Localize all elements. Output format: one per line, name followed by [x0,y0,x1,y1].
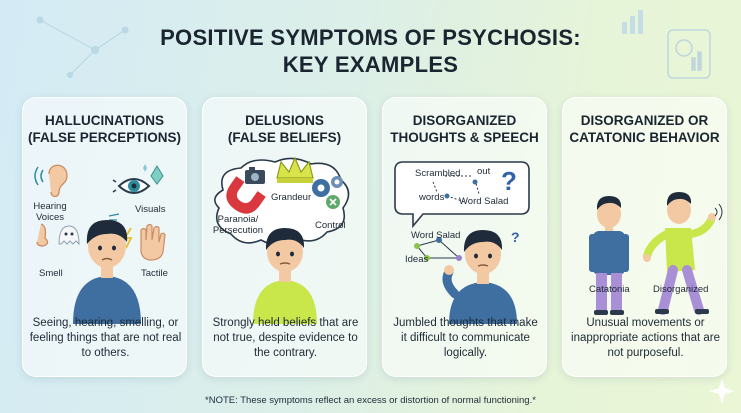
bar-chart-decoration [622,10,643,34]
small-question-mark-icon: ? [511,229,520,245]
label-paranoia-line-1: Paranoia/ [217,214,259,225]
title-line-2: KEY EXAMPLES [282,52,459,77]
label-visuals: Visuals [135,204,166,215]
crystal-icon [150,165,164,185]
card-heading-line-2: (FALSE PERCEPTIONS) [27,130,181,145]
delusions-illustration [214,156,350,324]
label-tactile: Tactile [141,268,168,279]
ear-icon [34,164,68,198]
report-icon-decoration [667,29,711,79]
person-figure [442,230,517,324]
label-words: words [419,192,445,203]
hallucinations-illustration [34,164,166,324]
label-smell: Smell [39,268,63,279]
crown-icon [276,156,314,183]
card-hallucinations: HALLUCINATIONS (FALSE PERCEPTIONS) [22,97,187,377]
label-word-salad-bubble: Word Salad [459,196,509,207]
card-heading: DISORGANIZED OR CATATONIC BEHAVIOR [563,112,726,146]
label-scrambled: Scrambled [415,168,461,179]
eye-icon [112,178,151,194]
card-description: Seeing, hearing, smelling, or feeling th… [29,317,182,359]
nose-icon [36,223,49,247]
card-heading-line-1: DELUSIONS [245,113,324,128]
card-delusions: DELUSIONS (FALSE BELIEFS) [202,97,367,377]
label-control: Control [315,220,346,231]
title-line-1: POSITIVE SYMPTOMS OF PSYCHOSIS: [160,25,581,50]
card-heading: DISORGANIZED THOUGHTS & SPEECH [383,112,546,146]
magnet-icon [226,176,266,214]
card-heading: HALLUCINATIONS (FALSE PERCEPTIONS) [23,112,186,146]
label-paranoia-persecution: Paranoia/ Persecution [209,214,267,236]
catatonia-figure [589,196,629,315]
label-hearing-voices: Hearing Voices [29,201,71,223]
page-title: POSITIVE SYMPTOMS OF PSYCHOSIS: KEY EXAM… [0,24,741,78]
card-disorganized-thoughts: DISORGANIZED THOUGHTS & SPEECH ? ? [382,97,547,377]
card-heading-line-2: CATATONIC BEHAVIOR [569,130,720,145]
card-heading: DELUSIONS (FALSE BELIEFS) [203,112,366,146]
question-mark-icon: ? [501,166,517,196]
disorganized-figure [643,192,723,315]
label-word-salad: Word Salad [411,230,461,241]
card-heading-line-2: THOUGHTS & SPEECH [390,130,539,145]
label-paranoia-line-2: Persecution [212,225,264,236]
label-grandeur: Grandeur [271,192,312,203]
sparkle-decoration [709,378,735,404]
label-hearing-line-2: Voices [36,212,64,223]
person-figure [73,220,141,324]
ghost-icon [58,225,80,246]
network-dots-decoration [36,16,129,79]
label-ideas: Ideas [405,254,429,265]
card-heading-line-1: HALLUCINATIONS [45,113,164,128]
label-out: out [477,166,491,177]
card-heading-line-2: (FALSE BELIEFS) [227,130,342,145]
card-heading-line-1: DISORGANIZED [412,113,517,128]
gears-icon [312,176,343,209]
person-figure [253,228,317,324]
footnote: *NOTE: These symptoms reflect an excess … [205,395,536,406]
wave-lines-icon [108,213,120,221]
lightning-icon [123,227,133,249]
label-hearing-line-1: Hearing [33,201,67,212]
sparkle-diamond-icon [143,164,147,172]
hand-icon [140,223,166,261]
label-catatonia: Catatonia [589,284,630,295]
speech-bubble [394,161,530,229]
catatonic-behavior-illustration [589,192,723,315]
card-description: Strongly held beliefs that are not true,… [212,317,359,359]
card-heading-line-1: DISORGANIZED OR [580,113,709,128]
card-description: Unusual movements or inappropriate actio… [571,317,720,359]
camera-icon [245,167,265,184]
label-disorganized: Disorganized [653,284,709,295]
disorganized-thoughts-illustration: ? ? [394,161,530,324]
card-catatonic-behavior: DISORGANIZED OR CATATONIC BEHAVIOR [562,97,727,377]
card-description: Jumbled thoughts that make it difficult … [393,317,538,359]
